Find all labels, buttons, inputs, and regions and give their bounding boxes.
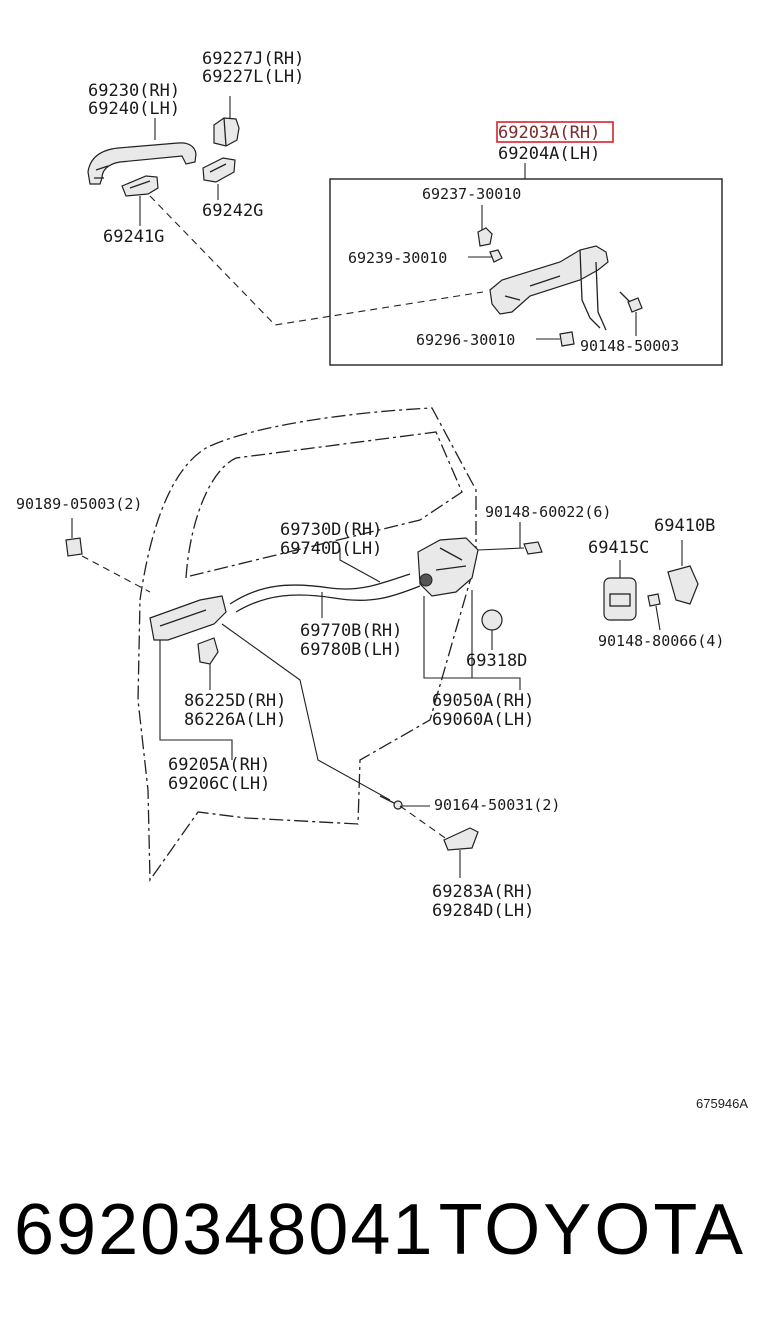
- callout-69237: 69237-30010: [422, 185, 521, 203]
- callout-69410b: 69410B: [654, 516, 715, 536]
- footer-part-number: 6920348041: [14, 1190, 435, 1270]
- bolt-part-90148-80066: [647, 593, 661, 607]
- callout-69227l: 69227L(LH): [202, 67, 304, 87]
- diagram-code: 675946A: [696, 1096, 748, 1111]
- callout-69230: 69230(RH): [88, 81, 180, 101]
- callout-69284d: 69284D(LH): [432, 901, 534, 921]
- striker-part-69415c: [603, 577, 637, 621]
- callout-69242g: 69242G: [202, 201, 263, 221]
- handle-pad-part-69242g: [202, 157, 236, 183]
- footer-brand: TOYOTA: [438, 1190, 746, 1270]
- striker-part-69410b: [667, 565, 699, 605]
- footer-bar: 6920348041 TOYOTA: [0, 1190, 760, 1280]
- callout-69241g: 69241G: [103, 227, 164, 247]
- handle-cover-part-86225: [197, 637, 219, 665]
- door-outline: [137, 407, 477, 882]
- callout-69205a: 69205A(RH): [168, 755, 270, 775]
- striker-bolt-part-90148-60022: [523, 541, 543, 555]
- handle-pad-part-69241g: [121, 175, 159, 197]
- clip-part-90189: [65, 537, 83, 557]
- callout-90164: 90164-50031(2): [434, 796, 560, 814]
- callout-69415c: 69415C: [588, 538, 649, 558]
- inside-handle-part: [149, 595, 227, 641]
- highlight-box: [496, 121, 614, 143]
- screw-part-90164: [379, 795, 403, 810]
- screw-part-69296: [559, 331, 575, 347]
- callout-69740d: 69740D(LH): [280, 539, 382, 559]
- callout-69050a: 69050A(RH): [432, 691, 534, 711]
- callout-69239: 69239-30010: [348, 249, 447, 267]
- callout-69730d: 69730D(RH): [280, 520, 382, 540]
- callout-90148-80066: 90148-80066(4): [598, 632, 724, 650]
- callout-69296: 69296-30010: [416, 331, 515, 349]
- callout-69318d: 69318D: [466, 651, 527, 671]
- callout-69204a: 69204A(LH): [498, 144, 600, 164]
- callout-69240: 69240(LH): [88, 99, 180, 119]
- callout-69283a: 69283A(RH): [432, 882, 534, 902]
- callout-69203a-highlighted[interactable]: 69203A(RH): [498, 123, 600, 143]
- clip-part-69239: [489, 249, 503, 263]
- plug-part-69318d: [481, 609, 503, 631]
- callout-90148-50003: 90148-50003: [580, 337, 679, 355]
- door-lock-part: [417, 537, 479, 597]
- callout-69060a: 69060A(LH): [432, 710, 534, 730]
- cover-part-69283: [443, 827, 479, 851]
- callout-69770b: 69770B(RH): [300, 621, 402, 641]
- outside-handle-part: [87, 142, 197, 185]
- callout-86225d: 86225D(RH): [184, 691, 286, 711]
- callout-90189: 90189-05003(2): [16, 495, 142, 513]
- frame-assembly-box: [329, 178, 723, 366]
- callout-90148-60022: 90148-60022(6): [485, 503, 611, 521]
- callout-69780b: 69780B(LH): [300, 640, 402, 660]
- clip-part-69237: [477, 227, 493, 247]
- callout-69227j: 69227J(RH): [202, 49, 304, 69]
- outside-handle-frame-part: [489, 245, 609, 331]
- bolt-part-90148-50003: [619, 291, 643, 313]
- lock-cable-part: [229, 573, 421, 613]
- callout-69206c: 69206C(LH): [168, 774, 270, 794]
- outside-handle-cover-part: [213, 117, 240, 147]
- callout-86226a: 86226A(LH): [184, 710, 286, 730]
